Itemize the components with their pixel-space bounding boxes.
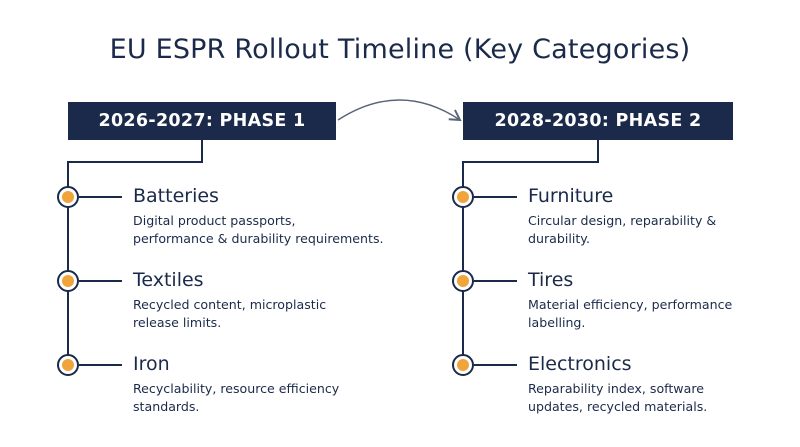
item-iron-desc: Recyclability, resource efficiency stand… xyxy=(133,380,339,416)
phase2-tree xyxy=(452,140,599,376)
item-batteries-desc: Digital product passports, performance &… xyxy=(133,212,384,248)
phase1-node-1-dot xyxy=(62,191,74,203)
phase2-header: 2028-2030: PHASE 2 xyxy=(463,102,733,140)
item-batteries-title: Batteries xyxy=(133,185,219,207)
desc-line: labelling. xyxy=(528,315,586,330)
phase1-header: 2026-2027: PHASE 1 xyxy=(68,102,336,140)
item-iron-title: Iron xyxy=(133,353,170,375)
desc-line: Circular design, reparability & xyxy=(528,213,717,228)
desc-line: release limits. xyxy=(133,315,222,330)
desc-line: Reparability index, software xyxy=(528,381,704,396)
phase2-node-3-dot xyxy=(457,359,469,371)
desc-line: updates, recycled materials. xyxy=(528,399,708,414)
phase2-stem xyxy=(462,140,599,365)
item-furniture-title: Furniture xyxy=(528,185,614,207)
desc-line: performance & durability requirements. xyxy=(133,231,384,246)
phase1-stem xyxy=(67,140,203,365)
desc-line: Digital product passports, xyxy=(133,213,296,228)
phase1-tree xyxy=(57,140,203,376)
desc-line: Recycled content, microplastic xyxy=(133,297,327,312)
diagram-title: EU ESPR Rollout Timeline (Key Categories… xyxy=(109,34,691,65)
item-electronics-title: Electronics xyxy=(528,353,632,375)
desc-line: durability. xyxy=(528,231,590,246)
phase2-node-2-dot xyxy=(457,275,469,287)
phase-transition-arrow xyxy=(337,99,462,122)
item-tires-title: Tires xyxy=(528,269,574,291)
phase1-node-3-dot xyxy=(62,359,74,371)
desc-line: Recyclability, resource efficiency xyxy=(133,381,340,396)
item-tires-desc: Material efficiency, performance labelli… xyxy=(528,296,732,332)
item-electronics-desc: Reparability index, software updates, re… xyxy=(528,380,707,416)
item-furniture-desc: Circular design, reparability & durabili… xyxy=(528,212,716,248)
desc-line: standards. xyxy=(133,399,200,414)
phase1-node-2-dot xyxy=(62,275,74,287)
item-textiles-title: Textiles xyxy=(133,269,204,291)
desc-line: Material efficiency, performance xyxy=(528,297,733,312)
item-textiles-desc: Recycled content, microplastic release l… xyxy=(133,296,326,332)
phase2-node-1-dot xyxy=(457,191,469,203)
